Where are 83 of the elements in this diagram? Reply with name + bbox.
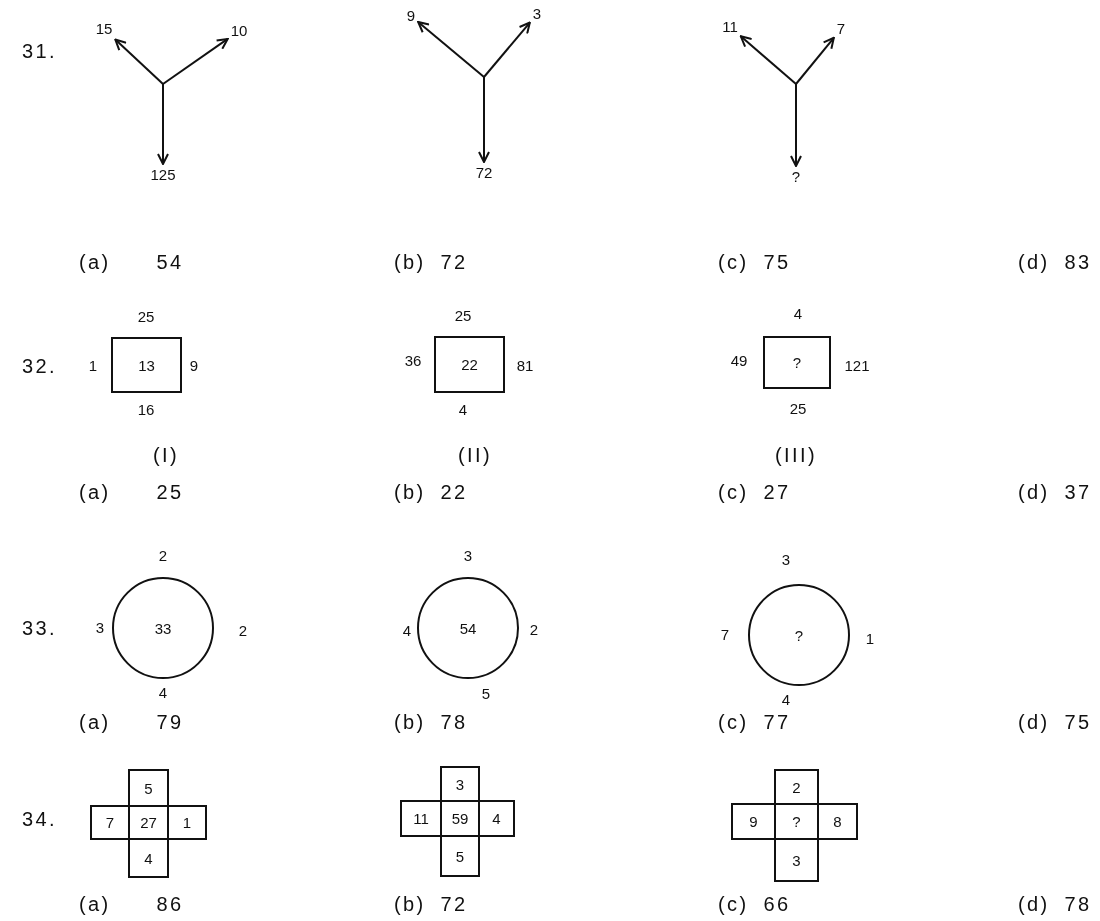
side-number: 4 <box>780 690 792 710</box>
arrow <box>483 21 531 78</box>
side-number: 16 <box>136 400 156 420</box>
number-cell: 2 <box>774 769 819 805</box>
answer-option: (b) 72 <box>394 893 468 915</box>
side-number: 1 <box>864 629 876 649</box>
arrow <box>795 36 835 85</box>
number-square: 22 <box>434 336 505 393</box>
number-cell: 3 <box>440 766 480 802</box>
arrow <box>417 21 485 78</box>
number-cell: 9 <box>731 803 776 840</box>
answer-option: (b) 72 <box>394 251 468 273</box>
side-number: 9 <box>188 356 200 376</box>
number-square: 13 <box>111 337 182 393</box>
number-cell: 3 <box>774 838 819 882</box>
side-number: 25 <box>788 399 808 419</box>
side-number: 7 <box>719 625 731 645</box>
number-label: 3 <box>529 3 545 25</box>
number-cell: 5 <box>440 835 480 877</box>
side-number: 81 <box>515 356 535 376</box>
number-label: 7 <box>833 18 849 40</box>
answer-option: (c) 66 <box>718 893 791 915</box>
arrow <box>114 38 164 85</box>
side-number: 3 <box>780 550 792 570</box>
side-number: 49 <box>729 351 749 371</box>
side-number: 4 <box>457 400 469 420</box>
side-number: 2 <box>528 620 540 640</box>
number-cell: 8 <box>817 803 858 840</box>
number-cell: 4 <box>478 800 515 837</box>
number-square: ? <box>763 336 831 389</box>
figure-numeral: (II) <box>458 444 492 466</box>
number-label: 10 <box>227 20 251 42</box>
side-number: 4 <box>792 304 804 324</box>
answer-option: (d) 37 <box>1018 481 1092 503</box>
arrow <box>162 37 229 85</box>
answer-option: (d) 83 <box>1018 251 1092 273</box>
number-cell: 7 <box>90 805 130 840</box>
side-number: 2 <box>157 546 169 566</box>
answer-option: (a) 25 <box>79 481 184 503</box>
number-label: ? <box>788 166 804 188</box>
side-number: 4 <box>401 621 413 641</box>
answer-option: (d) 75 <box>1018 711 1092 733</box>
side-number: 3 <box>94 618 106 638</box>
arrow <box>157 83 169 165</box>
number-cell: 4 <box>128 838 169 878</box>
number-label: 9 <box>403 5 419 27</box>
side-number: 5 <box>480 684 492 704</box>
side-number: 25 <box>136 307 156 327</box>
answer-option: (a) 79 <box>79 711 184 733</box>
question-number: 33. <box>22 617 57 639</box>
side-number: 2 <box>237 621 249 641</box>
side-number: 1 <box>87 356 99 376</box>
side-number: 3 <box>462 546 474 566</box>
number-circle: 33 <box>112 577 214 679</box>
figure-numeral: (I) <box>152 444 180 466</box>
answer-option: (c) 77 <box>718 711 791 733</box>
number-circle: ? <box>748 584 850 686</box>
question-number: 31. <box>22 40 57 62</box>
number-cell: 5 <box>128 769 169 807</box>
number-cell: 11 <box>400 800 442 837</box>
side-number: 121 <box>843 356 871 376</box>
number-label: 72 <box>472 162 496 184</box>
side-number: 4 <box>157 683 169 703</box>
arrow <box>478 76 490 163</box>
side-number: 36 <box>403 351 423 371</box>
number-circle: 54 <box>417 577 519 679</box>
side-number: 25 <box>453 306 473 326</box>
answer-option: (d) 78 <box>1018 893 1092 915</box>
answer-option: (b) 78 <box>394 711 468 733</box>
arrow <box>739 35 797 85</box>
number-label: 11 <box>719 16 741 38</box>
number-cell: 1 <box>167 805 207 840</box>
question-number: 34. <box>22 808 57 830</box>
answer-option: (a) 86 <box>79 893 184 915</box>
number-label: 15 <box>92 18 116 40</box>
question-number: 32. <box>22 355 57 377</box>
figure-numeral: (III) <box>775 444 817 466</box>
number-label: 125 <box>147 164 179 186</box>
answer-option: (b) 22 <box>394 481 468 503</box>
answer-option: (c) 27 <box>718 481 791 503</box>
arrow <box>790 83 802 167</box>
answer-option: (a) 54 <box>79 251 184 273</box>
answer-option: (c) 75 <box>718 251 791 273</box>
